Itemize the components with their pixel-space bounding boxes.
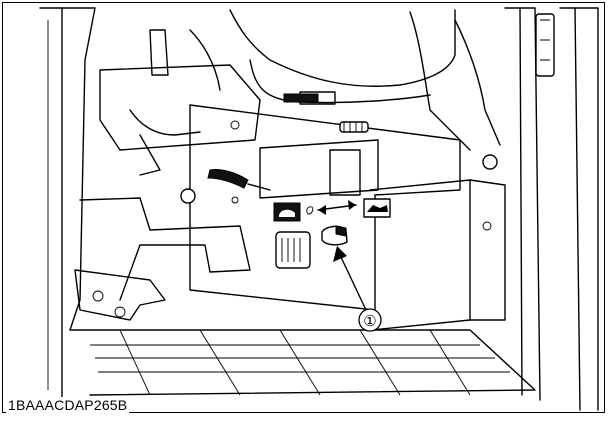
travel-speed-switch-icon [321,225,348,246]
bolts [339,121,498,170]
travel-speed-arrow [306,200,357,215]
right-door-frame [504,7,599,411]
floor-mat [69,329,536,396]
callout-leader [333,246,367,311]
throttle-lever [180,169,271,204]
turtle-low-speed-icon [273,202,301,222]
air-vent-grille [275,231,311,269]
left-control-console [99,29,261,176]
callout-marker: ① [358,308,382,332]
figure-code: 1BAAACDAP265B [6,397,130,413]
operator-seat [229,9,501,151]
callout-number: ① [363,313,376,330]
left-cab-pillar [39,7,96,401]
pedal-bracket [74,197,251,321]
rabbit-high-speed-icon [363,198,391,218]
console-side-panel [189,104,506,331]
